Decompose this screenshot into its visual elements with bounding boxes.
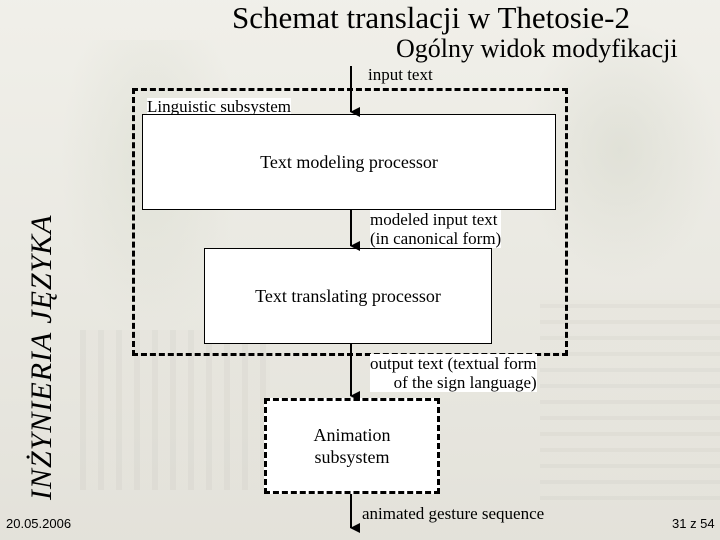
linguistic-subsystem-label: Linguistic subsystem	[147, 97, 292, 116]
modeled-label-line2: (in canonical form)	[370, 229, 502, 248]
modeled-label-line1: modeled input text	[370, 210, 498, 229]
output-label-line1: output text (textual form	[370, 354, 537, 373]
text-modeling-processor-label: Text modeling processor	[260, 151, 438, 172]
animation-subsystem-box: Animation subsystem	[264, 398, 440, 494]
text-modeling-processor-box: Text modeling processor	[142, 114, 556, 210]
page-subtitle: Ogólny widok modyfikacji	[396, 34, 678, 63]
text-translating-processor-label: Text translating processor	[255, 285, 441, 306]
date-label: 20.05.2006	[6, 516, 72, 531]
output-text-label: output text (textual form of the sign la…	[370, 354, 537, 392]
page-number: 31 z 54	[672, 516, 715, 531]
output-label-line2: of the sign language)	[393, 373, 537, 392]
page-title: Schemat translacji w Thetosie-2	[232, 0, 631, 35]
animation-subsystem-label-line1: Animation	[313, 425, 391, 445]
text-translating-processor-box: Text translating processor	[204, 248, 492, 344]
input-text-label: input text	[368, 65, 433, 84]
modeled-input-text-label: modeled input text (in canonical form)	[370, 210, 502, 248]
gesture-sequence-label: animated gesture sequence	[362, 504, 545, 523]
animation-subsystem-label-line2: subsystem	[314, 447, 390, 467]
